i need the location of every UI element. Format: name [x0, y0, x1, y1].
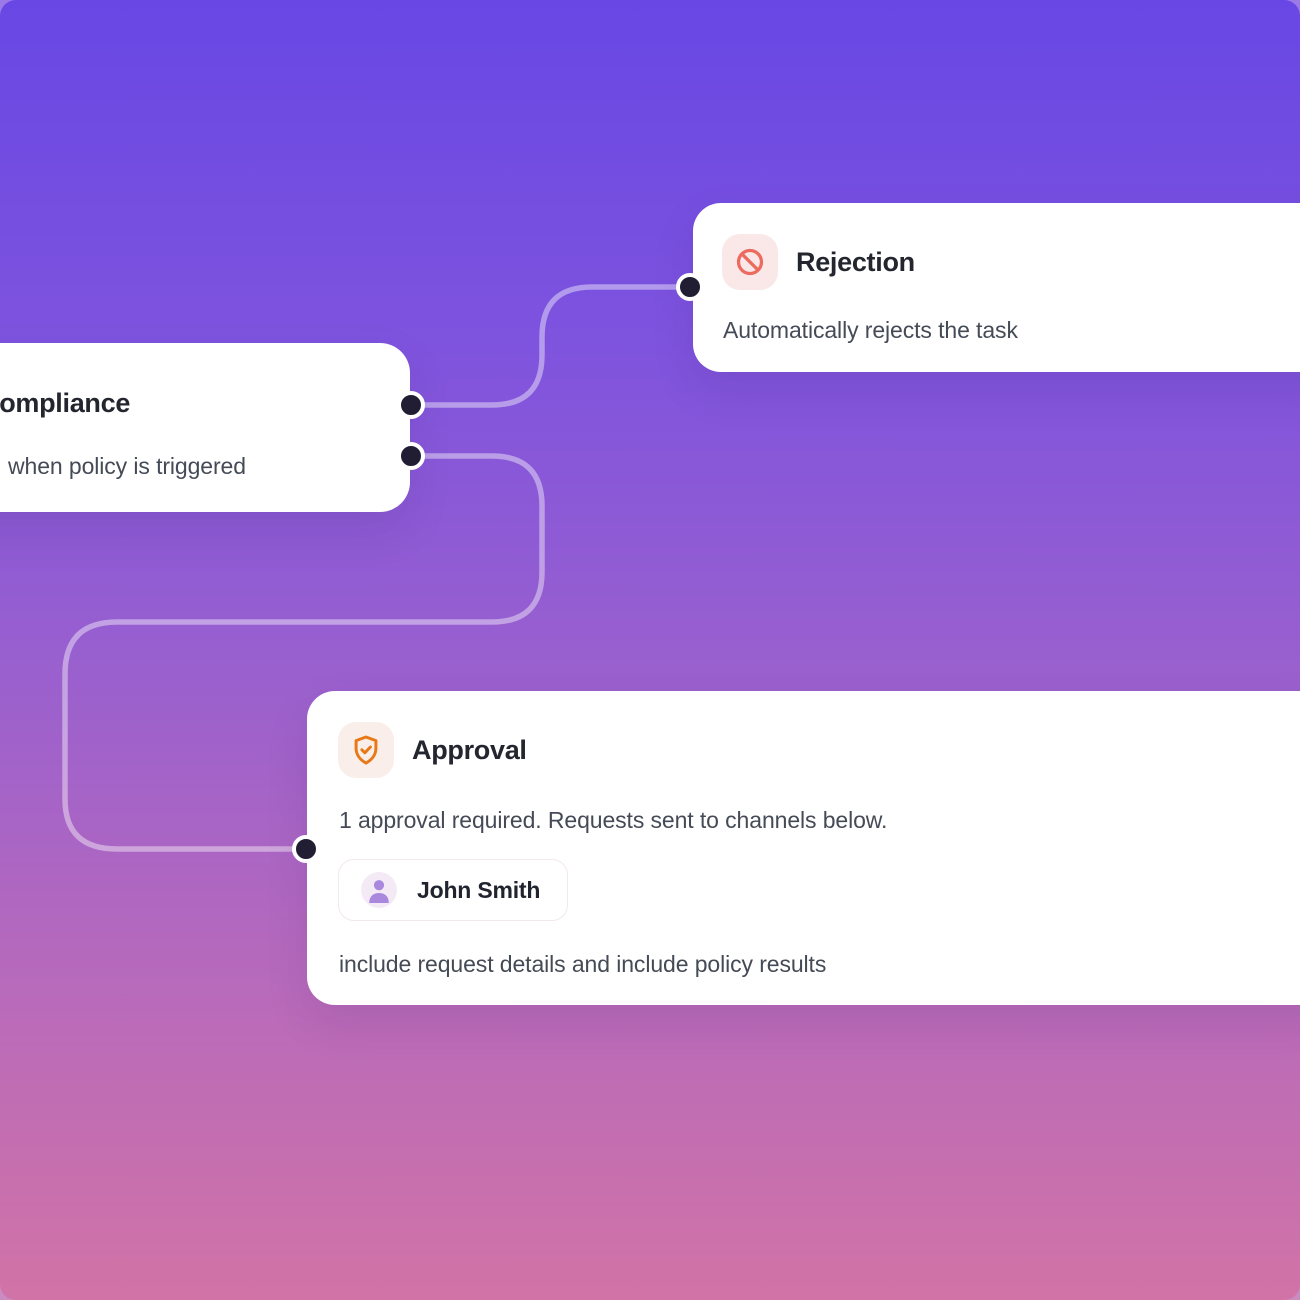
node-description: when policy is triggered	[8, 453, 246, 479]
approver-name: John Smith	[417, 876, 541, 903]
node-approval[interactable]: Approval 1 approval required. Requests s…	[307, 691, 1300, 1005]
node-description: Automatically rejects the task	[723, 317, 1018, 343]
person-icon-glyph	[369, 880, 389, 903]
approver-chip[interactable]: John Smith	[338, 859, 569, 921]
port-compliance-output-top[interactable]	[396, 390, 425, 419]
node-rejection[interactable]: Rejection Automatically rejects the task	[693, 203, 1300, 372]
shield-check-icon-glyph	[354, 735, 378, 765]
node-footer-text: include request details and include poli…	[339, 951, 827, 977]
port-compliance-output-bottom[interactable]	[396, 441, 425, 470]
node-description: 1 approval required. Requests sent to ch…	[339, 807, 888, 833]
port-rejection-input[interactable]	[675, 272, 704, 301]
node-title: Compliance	[0, 388, 131, 418]
prohibition-icon	[722, 234, 778, 290]
edge-compliance-to-rejection	[408, 284, 693, 408]
node-header: Approval	[338, 722, 1300, 778]
prohibition-icon-glyph	[736, 248, 764, 276]
shield-check-icon	[338, 722, 394, 778]
node-title: Approval	[412, 735, 527, 765]
node-header: Rejection	[722, 234, 1300, 290]
node-compliance[interactable]: Compliance when policy is triggered	[0, 343, 410, 512]
port-approval-input[interactable]	[291, 834, 320, 863]
edge-compliance-to-approval	[62, 453, 545, 852]
person-icon	[361, 872, 397, 908]
node-title: Rejection	[796, 247, 915, 277]
